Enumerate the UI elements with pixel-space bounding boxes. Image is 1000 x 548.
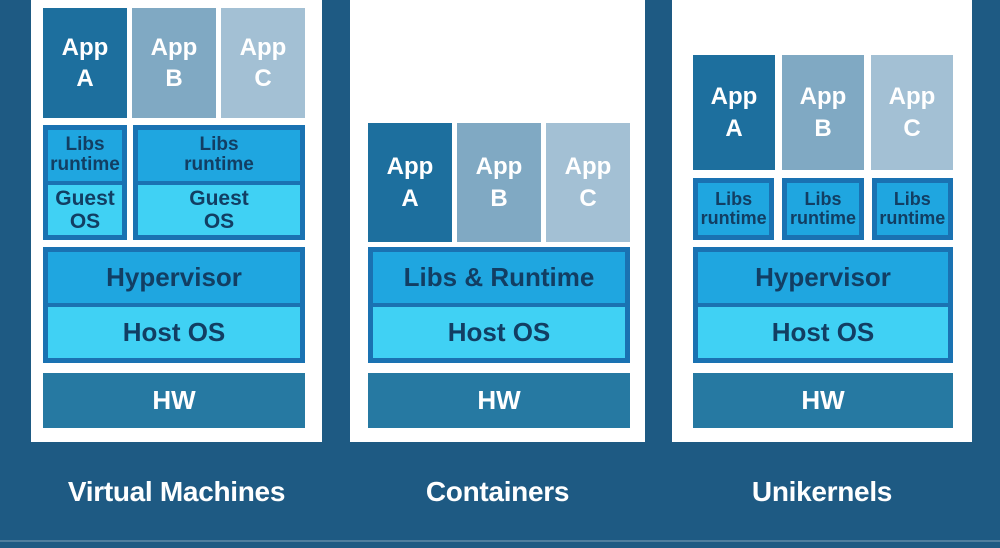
vm-guest-os-box-bc: Guest OS [138,184,300,235]
containers-app-b-box: App B [457,123,541,242]
unikernels-apps-row: App A App B App C [693,55,953,170]
vm-hypervisor-box: Hypervisor [48,252,300,303]
unikernels-host-os-box: Host OS [698,307,948,358]
vm-panel: App A App B App C Libs runtime Guest OS … [31,0,322,442]
containers-panel: App A App B App C Libs & Runtime Host OS… [350,0,645,442]
unikernels-libs-runtime-box-c: Libs runtime [871,178,953,240]
vm-guest-os-box-a: Guest OS [48,184,122,235]
vm-guest-row: Libs runtime Guest OS Libs runtime Guest… [43,125,305,240]
unikernels-hw-box: HW [693,373,953,428]
bottom-edge-divider [0,540,1000,542]
vm-column-title: Virtual Machines [67,476,286,507]
containers-column-title: Containers [425,476,570,507]
vm-app-c-box: App C [221,8,305,118]
unikernels-libs-runtime-box-b: Libs runtime [782,178,864,240]
vm-host-os-box: Host OS [48,307,300,358]
unikernels-hypervisor-box: Hypervisor [698,252,948,303]
containers-app-a-box: App A [368,123,452,242]
unikernels-column-title: Unikernels [751,476,893,507]
unikernels-app-a-box: App A [693,55,775,170]
vm-libs-runtime-box-a: Libs runtime [48,130,122,181]
vm-libs-runtime-box-bc: Libs runtime [138,130,300,181]
containers-app-c-box: App C [546,123,630,242]
containers-hw-box: HW [368,373,630,428]
vm-hw-box: HW [43,373,305,428]
containers-host-os-box: Host OS [373,307,625,358]
containers-apps-row: App A App B App C [368,123,630,242]
vm-apps-row: App A App B App C [43,8,305,118]
unikernels-host-stack: Hypervisor Host OS [693,247,953,363]
vm-guest-stack-a: Libs runtime Guest OS [43,125,127,240]
unikernels-panel: App A App B App C Libs runtime Libs runt… [672,0,972,442]
unikernels-libs-row: Libs runtime Libs runtime Libs runtime [693,178,953,240]
vm-app-b-box: App B [132,8,216,118]
vm-host-stack: Hypervisor Host OS [43,247,305,363]
unikernels-libs-runtime-box-a: Libs runtime [693,178,775,240]
unikernels-app-c-box: App C [871,55,953,170]
vm-app-a-box: App A [43,8,127,118]
unikernels-app-b-box: App B [782,55,864,170]
containers-host-stack: Libs & Runtime Host OS [368,247,630,363]
containers-libs-runtime-box: Libs & Runtime [373,252,625,303]
vm-guest-stack-bc: Libs runtime Guest OS [133,125,305,240]
